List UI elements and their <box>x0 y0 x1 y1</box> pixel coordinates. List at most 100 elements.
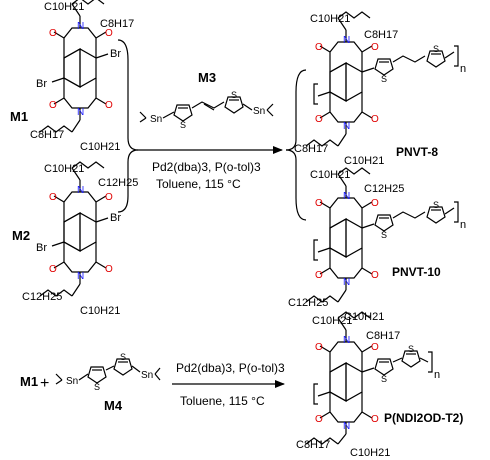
atom-o: O <box>105 264 113 275</box>
polymer-pnvt-8: C10H21 C8H17 C8H17 C10H21 N N O O O O S … <box>294 11 466 167</box>
repeat-n: n <box>460 219 466 231</box>
repeat-n: n <box>434 369 440 381</box>
left-bracket-top <box>117 39 139 151</box>
atom-sn: Sn <box>66 376 78 387</box>
atom-o: O <box>315 114 323 125</box>
atom-o: O <box>315 42 323 53</box>
left-bracket-bottom <box>117 149 139 213</box>
atom-sn: Sn <box>150 114 162 125</box>
polymer-bracket-left <box>313 383 318 405</box>
chain-label-m2-top-c12: C12H25 <box>98 177 138 189</box>
atom-n: N <box>77 271 84 282</box>
chain-label-pndi-bottom-c10: C10H21 <box>350 447 390 459</box>
chain-label-m1-bottom-c10: C10H21 <box>80 141 120 153</box>
atom-s: S <box>381 374 387 384</box>
atom-o: O <box>371 42 379 53</box>
atom-n: N <box>343 421 350 432</box>
chain-label-m2-top-c10: C10H21 <box>44 163 84 175</box>
atom-s: S <box>408 344 414 354</box>
chain-label-pnvt8-bottom-c10: C10H21 <box>344 155 384 167</box>
atom-o: O <box>371 342 379 353</box>
chain-label-m1-bottom-c8: C8H17 <box>30 129 64 141</box>
atom-o: O <box>371 198 379 209</box>
chain-label-pndi-top-c8: C8H17 <box>366 330 400 342</box>
atom-o: O <box>315 270 323 281</box>
atom-o: O <box>105 192 113 203</box>
atom-br: Br <box>110 212 121 224</box>
label-pndi2od-t2: P(NDI2OD-T2) <box>384 411 463 425</box>
atom-o: O <box>371 270 379 281</box>
chain-label-m2-bottom-c10: C10H21 <box>80 305 120 317</box>
atom-o: O <box>49 264 57 275</box>
condition-catalyst-1: Pd2(dba)3, P(o-tol)3 <box>152 160 261 174</box>
label-pnvt-10: PNVT-10 <box>392 265 441 279</box>
atom-o: O <box>49 100 57 111</box>
atom-br: Br <box>110 48 121 60</box>
monomer-m2: C10H21 C12H25 C12H25 C10H21 N N O O O O … <box>12 161 138 317</box>
atom-n: N <box>343 277 350 288</box>
atom-n: N <box>343 335 350 346</box>
atom-n: N <box>77 21 84 32</box>
polymer-pnvt-10: C10H21 C12H25 C12H25 C10H21 N N O O O O … <box>288 167 466 323</box>
polymer-bracket-right <box>428 351 433 373</box>
atom-n: N <box>343 121 350 132</box>
atom-sn: Sn <box>141 370 153 381</box>
chain-label-pnvt10-bottom-c10: C10H21 <box>344 311 384 323</box>
polymer-bracket-right <box>454 201 459 223</box>
polymer-bracket-left <box>313 83 318 105</box>
repeat-n: n <box>460 63 466 75</box>
atom-s: S <box>381 74 387 84</box>
chain-label-pnvt8-top-c8: C8H17 <box>364 29 398 41</box>
reaction-arrow-group <box>117 39 307 221</box>
polymer-bracket-left <box>313 239 318 261</box>
atom-o: O <box>315 414 323 425</box>
chain-label-pndi-top-c10: C10H21 <box>312 315 352 327</box>
monomer-m1: C10H21 C8H17 C8H17 C10H21 N N O O O O Br… <box>10 0 134 153</box>
atom-o: O <box>105 100 113 111</box>
atom-sn: Sn <box>253 106 265 117</box>
atom-n: N <box>77 185 84 196</box>
right-bracket-top <box>285 69 307 151</box>
atom-s: S <box>433 200 439 210</box>
atom-br: Br <box>36 242 47 254</box>
thiophene-m3-a <box>173 104 193 122</box>
chain-label-pndi-bottom-c8: C8H17 <box>296 439 330 451</box>
polymer-bracket-right <box>454 45 459 67</box>
atom-s: S <box>120 352 126 362</box>
label-m4: M4 <box>104 398 123 413</box>
atom-br: Br <box>36 78 47 90</box>
atom-o: O <box>49 192 57 203</box>
condition-solvent-2: Toluene, 115 °C <box>180 394 265 408</box>
chain-label-pnvt8-bottom-c8: C8H17 <box>294 143 328 155</box>
label-m1: M1 <box>10 109 28 124</box>
atom-s: S <box>433 44 439 54</box>
condition-catalyst-2: Pd2(dba)3, P(o-tol)3 <box>176 361 285 375</box>
atom-o: O <box>315 342 323 353</box>
thiophene-pndi-a <box>374 358 394 376</box>
chain-label-pnvt10-bottom-c12: C12H25 <box>288 297 328 309</box>
comonomer-m3: M3 Sn S S Sn <box>139 70 274 130</box>
label-m1-row2: M1 <box>20 374 38 389</box>
thiophene-pnvt8-a <box>374 58 394 76</box>
atom-n: N <box>77 107 84 118</box>
atom-o: O <box>315 198 323 209</box>
condition-solvent-1: Toluene, 115 °C <box>156 177 241 191</box>
chain-label-m1-top-c10: C10H21 <box>44 1 84 13</box>
label-pnvt-8: PNVT-8 <box>396 145 438 159</box>
atom-o: O <box>371 414 379 425</box>
atom-s: S <box>94 382 100 392</box>
chain-label-pnvt10-top-c10: C10H21 <box>310 169 350 181</box>
plus-sign: + <box>40 375 49 392</box>
label-m3: M3 <box>198 70 216 85</box>
atom-o: O <box>49 28 57 39</box>
thiophene-pnvt10-a <box>374 214 394 232</box>
label-m2: M2 <box>12 228 30 243</box>
right-bracket-bottom <box>285 149 307 221</box>
atom-n: N <box>343 191 350 202</box>
atom-o: O <box>371 114 379 125</box>
atom-o: O <box>105 28 113 39</box>
atom-s: S <box>231 90 237 100</box>
chain-label-pnvt10-top-c12: C12H25 <box>364 183 404 195</box>
chain-label-m1-top-c8: C8H17 <box>100 18 134 30</box>
